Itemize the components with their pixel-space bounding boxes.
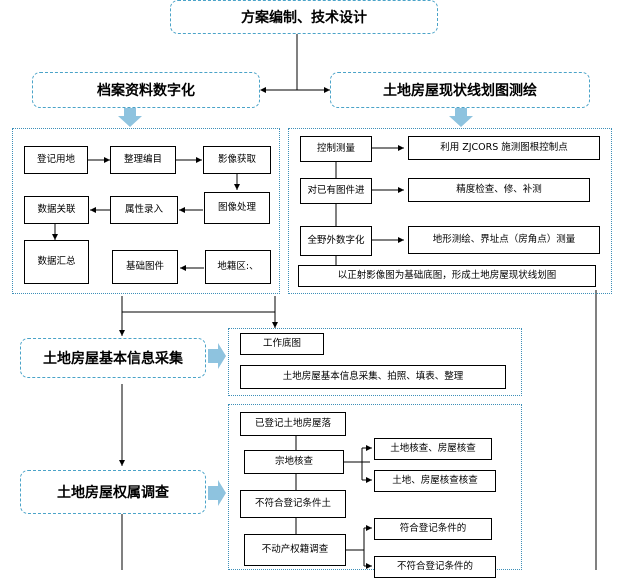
node-label: 利用 ZJCORS 施测图根控制点: [440, 142, 568, 154]
node-existing-map: 对已有图件进: [300, 178, 372, 204]
node-label: 土地房屋基本信息采集、拍照、填表、整理: [282, 371, 464, 383]
node-label: 土地核查、房屋核查: [390, 443, 476, 455]
node-label: 土地、房屋核查核查: [392, 475, 478, 487]
lane-survey-label: 土地房屋现状线划图测绘: [383, 83, 537, 99]
node-not-eligible: 不符合登记条件土: [240, 490, 346, 518]
node-image-process: 图像处理: [204, 192, 270, 224]
node-orthophoto: 以正射影像图为基础底图，形成土地房屋现状线划图: [298, 265, 596, 287]
node-data-summary: 数据汇总: [24, 240, 89, 284]
node-label: 宗地核查: [274, 456, 313, 468]
node-registered: 已登记土地房屋落: [240, 412, 346, 436]
node-label: 不符合登记条件的: [396, 561, 473, 573]
node-zjcors: 利用 ZJCORS 施测图根控制点: [408, 136, 600, 160]
node-label: 影像获取: [217, 154, 256, 166]
node-land-house-check-2: 土地、房屋核查核查: [374, 470, 496, 492]
node-label: 数据关联: [37, 204, 76, 216]
lane-archive-label: 档案资料数字化: [97, 83, 195, 99]
node-collect: 土地房屋基本信息采集、拍照、填表、整理: [240, 365, 506, 389]
down-arrow-icon: [118, 108, 142, 127]
survey-area: [288, 128, 612, 294]
lane-ownership: 土地房屋权属调查: [20, 470, 206, 514]
lane-basic-info-label: 土地房屋基本信息采集: [43, 351, 183, 367]
node-base-map: 基础图件: [112, 250, 178, 284]
node-control-survey: 控制测量: [300, 136, 372, 162]
node-organize: 整理编目: [110, 146, 176, 174]
node-cadastral-area: 地籍区:、: [205, 250, 271, 284]
basic-info-area: [228, 328, 522, 396]
right-arrow-icon: [208, 343, 226, 369]
node-label: 控制测量: [316, 143, 355, 155]
archive-area: [12, 128, 280, 294]
right-arrow-icon: [208, 480, 226, 506]
node-label: 以正射影像图为基础底图，形成土地房屋现状线划图: [337, 270, 557, 282]
node-parcel-check: 宗地核查: [244, 450, 344, 474]
node-label: 基础图件: [125, 261, 164, 273]
node-label: 不动产权籍调查: [261, 544, 329, 556]
node-label: 属性录入: [124, 204, 163, 216]
header-box: 方案编制、技术设计: [170, 0, 438, 34]
node-not-eligible-2: 不符合登记条件的: [374, 556, 496, 578]
node-label: 对已有图件进: [307, 185, 365, 197]
node-label: 已登记土地房屋落: [254, 418, 331, 430]
node-eligible: 符合登记条件的: [374, 518, 492, 540]
node-label: 整理编目: [123, 154, 162, 166]
node-label: 地籍区:、: [217, 261, 259, 273]
node-label: 不符合登记条件土: [254, 498, 331, 510]
node-accuracy-check: 精度检查、修、补测: [408, 178, 590, 202]
node-image-capture: 影像获取: [203, 146, 271, 174]
node-terrain-survey: 地形测绘、界址点（房角点）测量: [408, 226, 600, 254]
node-field-digital: 全野外数字化: [300, 226, 372, 256]
node-register-land: 登记用地: [24, 146, 88, 174]
header-title: 方案编制、技术设计: [241, 10, 367, 26]
node-label: 数据汇总: [37, 256, 76, 268]
node-label: 精度检查、修、补测: [456, 184, 542, 196]
node-label: 地形测绘、界址点（房角点）测量: [432, 234, 576, 246]
node-land-house-check-1: 土地核查、房屋核查: [374, 438, 492, 460]
lane-survey: 土地房屋现状线划图测绘: [330, 72, 590, 108]
node-label: 工作底图: [262, 338, 301, 350]
node-label: 全野外数字化: [307, 235, 365, 247]
node-work-base: 工作底图: [240, 333, 324, 355]
node-label: 图像处理: [217, 202, 256, 214]
node-attribute-entry: 属性录入: [110, 196, 178, 224]
lane-basic-info: 土地房屋基本信息采集: [20, 338, 206, 378]
lane-ownership-label: 土地房屋权属调查: [57, 485, 169, 501]
node-label: 符合登记条件的: [399, 523, 467, 535]
node-data-link: 数据关联: [24, 196, 89, 224]
node-property-survey: 不动产权籍调查: [244, 534, 346, 566]
down-arrow-icon: [449, 108, 473, 127]
node-label: 登记用地: [36, 154, 75, 166]
lane-archive: 档案资料数字化: [32, 72, 260, 108]
